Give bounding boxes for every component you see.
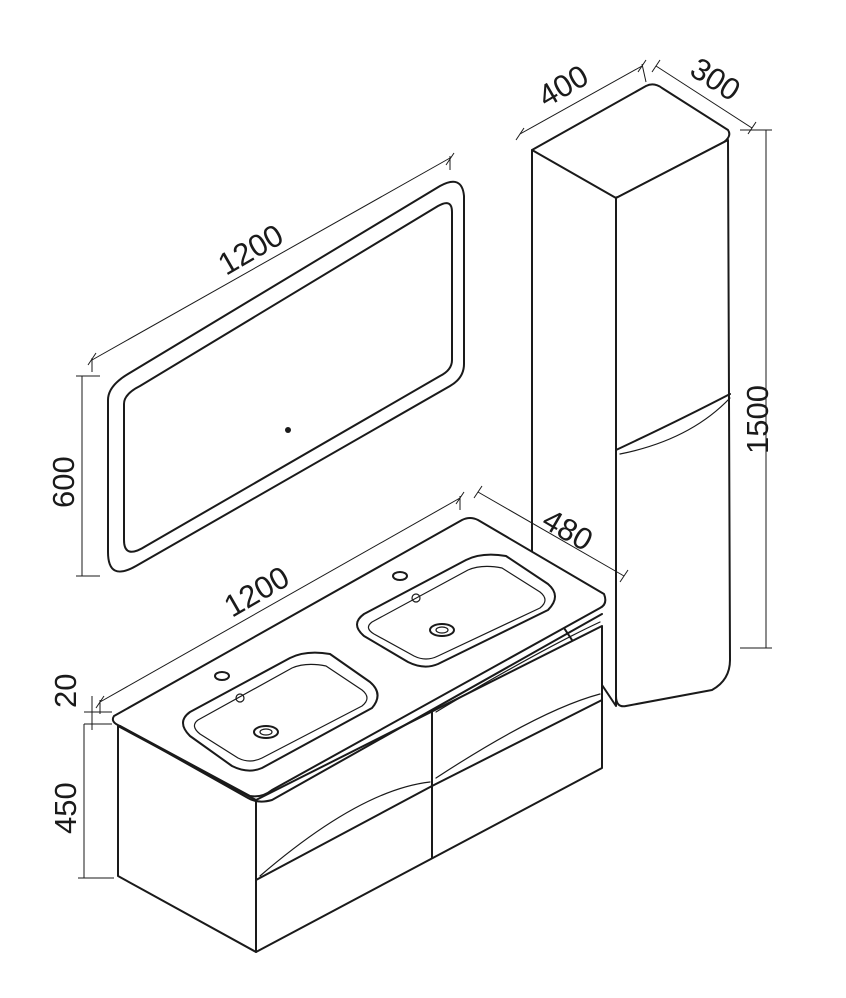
left-basin [182,651,379,772]
mirror-width-dimension: 1200 [87,152,455,372]
countertop-thickness-label: 20 [48,674,83,708]
cabinet-height-label: 450 [48,782,83,834]
vanity-cabinet [111,517,607,953]
countertop-thickness-dimension: 20 [48,674,112,730]
cabinet-height-dimension: 450 [48,724,114,879]
mirror-height-label: 600 [46,456,81,508]
column-height-dimension: 1500 [740,129,775,649]
mirror-width-label: 1200 [212,217,289,282]
led-mirror [107,180,465,573]
mirror-touch-sensor [285,427,291,433]
mirror-height-dimension: 600 [46,375,100,577]
vanity-width-label: 1200 [218,559,295,624]
column-height-label: 1500 [740,385,775,454]
column-width-label: 400 [532,58,594,114]
right-basin [356,553,556,668]
column-depth-label: 300 [684,51,746,109]
